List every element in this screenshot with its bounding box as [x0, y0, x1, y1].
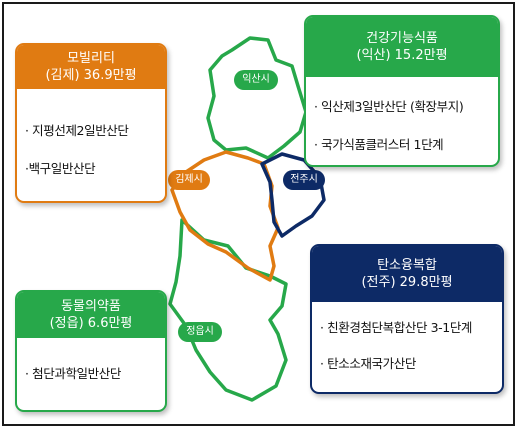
- card-carbon-subtitle: (전주) 29.8만평: [361, 275, 453, 290]
- card-mobility-header: 모빌리티 (김제) 36.9만평: [17, 45, 165, 89]
- card-health-food-item: · 국가식품클러스터 1단계: [314, 137, 444, 152]
- card-animal-pharma-subtitle: (정읍) 6.6만평: [49, 316, 133, 331]
- card-carbon-item: · 친환경첨단복합산단 3-1단계: [320, 320, 473, 335]
- region-jeonju-outline: [260, 152, 326, 238]
- card-animal-pharma-body: · 첨단과학일반산단: [17, 366, 165, 382]
- card-carbon-item: · 탄소소재국가산단: [320, 356, 416, 371]
- card-health-food-body: · 익산제3일반산단 (확장부지) · 국가식품클러스터 1단계: [306, 99, 498, 153]
- card-animal-pharma: 동물의약품 (정읍) 6.6만평 · 첨단과학일반산단: [15, 290, 167, 412]
- region-iksan-outline: [206, 36, 308, 160]
- card-mobility: 모빌리티 (김제) 36.9만평 · 지평선제2일반산단 ·백구일반산단: [15, 43, 167, 203]
- label-iksan: 익산시: [234, 70, 278, 90]
- card-mobility-title: 모빌리티: [67, 51, 115, 66]
- label-jeongeup: 정읍시: [178, 322, 222, 342]
- card-animal-pharma-item: · 첨단과학일반산단: [25, 366, 121, 381]
- card-health-food: 건강기능식품 (익산) 15.2만평 · 익산제3일반산단 (확장부지) · 국…: [304, 15, 500, 167]
- card-carbon-body: · 친환경첨단복합산단 3-1단계 · 탄소소재국가산단: [312, 320, 502, 372]
- card-health-food-item: · 익산제3일반산단 (확장부지): [314, 99, 464, 114]
- card-mobility-item: ·백구일반산단: [25, 161, 96, 176]
- label-jeonju: 전주시: [283, 170, 325, 190]
- label-gimje: 김제시: [168, 170, 210, 190]
- card-mobility-body: · 지평선제2일반산단 ·백구일반산단: [17, 123, 165, 177]
- card-carbon: 탄소융복합 (전주) 29.8만평 · 친환경첨단복합산단 3-1단계 · 탄소…: [310, 244, 504, 394]
- card-mobility-subtitle: (김제) 36.9만평: [45, 68, 137, 83]
- card-animal-pharma-header: 동물의약품 (정읍) 6.6만평: [17, 292, 165, 338]
- card-carbon-title: 탄소융복합: [377, 258, 437, 273]
- card-health-food-header: 건강기능식품 (익산) 15.2만평: [306, 17, 498, 77]
- card-animal-pharma-title: 동물의약품: [61, 299, 121, 314]
- card-health-food-title: 건강기능식품: [366, 31, 438, 46]
- card-health-food-subtitle: (익산) 15.2만평: [356, 48, 448, 63]
- card-mobility-item: · 지평선제2일반산단: [25, 123, 129, 138]
- card-carbon-header: 탄소융복합 (전주) 29.8만평: [312, 246, 502, 302]
